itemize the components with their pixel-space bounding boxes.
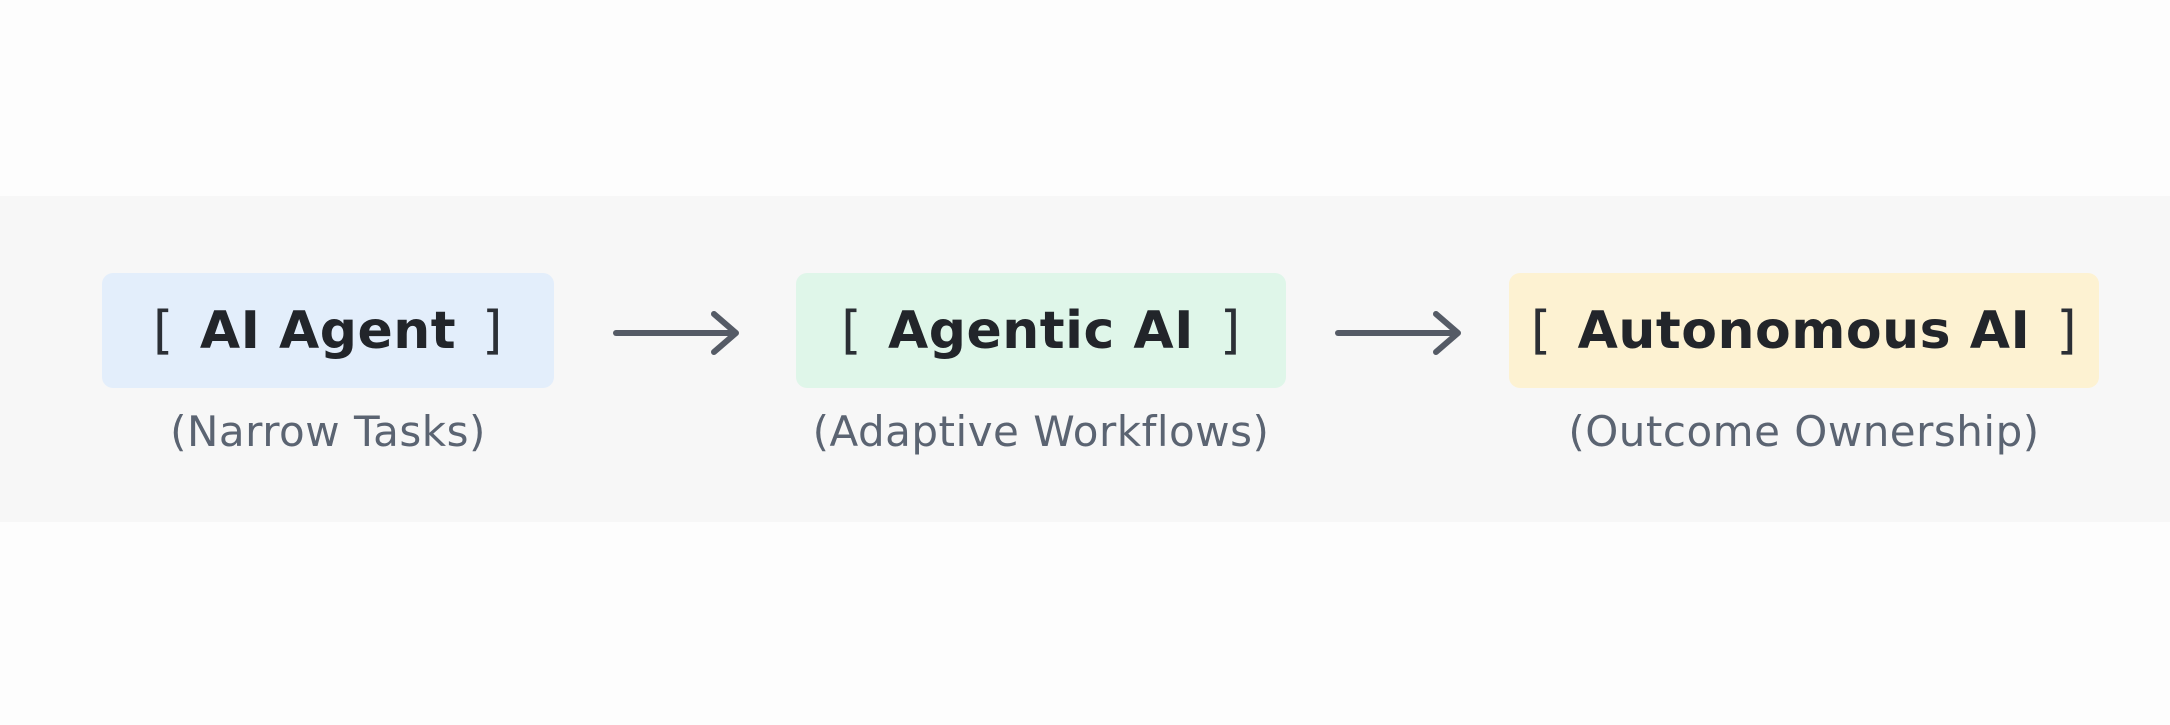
stage-label: Autonomous AI xyxy=(1577,300,2031,361)
stage-label: AI Agent xyxy=(199,300,457,361)
right-arrow-icon xyxy=(613,311,739,355)
open-bracket: [ xyxy=(841,300,863,361)
open-bracket: [ xyxy=(153,300,174,361)
stage-ai-agent: [ AI Agent ] (Narrow Tasks) xyxy=(102,273,554,456)
stage-caption: (Adaptive Workflows) xyxy=(812,407,1270,456)
stage-autonomous-ai: [ Autonomous AI ] (Outcome Ownership) xyxy=(1509,273,2099,456)
stage-label: Agentic AI xyxy=(888,300,1194,361)
stage-box-ai-agent: [ AI Agent ] xyxy=(102,273,554,388)
stage-caption: (Narrow Tasks) xyxy=(170,407,486,456)
close-bracket: ] xyxy=(1219,300,1241,361)
right-arrow-icon xyxy=(1335,311,1461,355)
stage-agentic-ai: [ Agentic AI ] (Adaptive Workflows) xyxy=(796,273,1286,456)
open-bracket: [ xyxy=(1530,300,1552,361)
stage-box-autonomous-ai: [ Autonomous AI ] xyxy=(1509,273,2099,388)
close-bracket: ] xyxy=(482,300,503,361)
stage-box-agentic-ai: [ Agentic AI ] xyxy=(796,273,1286,388)
close-bracket: ] xyxy=(2056,300,2078,361)
stage-caption: (Outcome Ownership) xyxy=(1568,407,2040,456)
